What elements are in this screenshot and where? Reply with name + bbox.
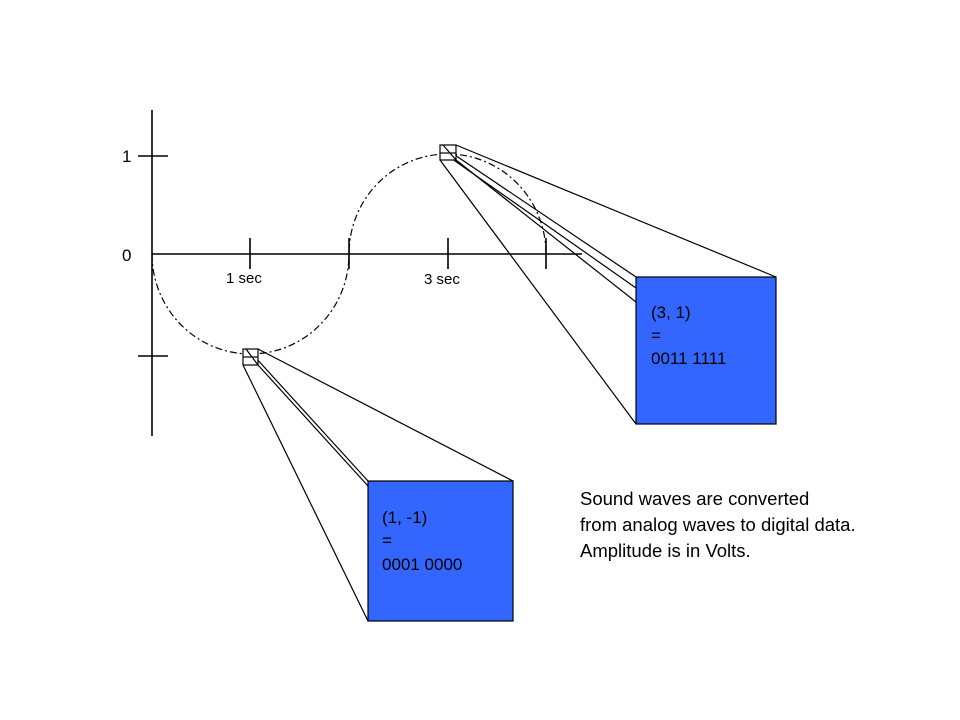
y-tick-label-1: 1 xyxy=(122,147,131,166)
coord-label-top: (3, 1) xyxy=(651,303,691,322)
caption-line-3: Amplitude is in Volts. xyxy=(580,540,751,561)
callout-top-ray xyxy=(439,159,637,425)
callout-top-ray xyxy=(455,144,777,278)
binary-label-bottom: 0001 0000 xyxy=(382,555,462,574)
axes xyxy=(138,110,582,436)
callout-top-ray xyxy=(455,159,637,303)
equals-label-top: = xyxy=(651,326,661,345)
callout-top-ray xyxy=(439,144,637,278)
callout-top: (3, 1) = 0011 1111 xyxy=(439,144,777,425)
binary-box-top xyxy=(635,276,777,425)
sample-marker-top-hatch xyxy=(442,144,457,161)
sample-marker-bottom-hatch xyxy=(245,348,259,366)
coord-label-bottom: (1, -1) xyxy=(382,508,427,527)
callout-bottom: (1, -1) = 0001 0000 xyxy=(242,348,514,622)
binary-box-bottom xyxy=(367,480,514,622)
callout-top-ray xyxy=(447,155,637,289)
binary-label-top: 0011 1111 xyxy=(651,349,726,368)
x-tick-label-1sec: 1 sec xyxy=(226,270,262,287)
callout-bottom-ray xyxy=(257,364,369,487)
callout-bottom-ray xyxy=(242,364,369,622)
caption-line-2: from analog waves to digital data. xyxy=(580,514,856,535)
caption: Sound waves are converted from analog wa… xyxy=(580,488,856,561)
equals-label-bottom: = xyxy=(382,531,392,550)
caption-line-1: Sound waves are converted xyxy=(580,488,809,509)
x-tick-label-3sec: 3 sec xyxy=(424,271,460,288)
y-tick-label-0: 0 xyxy=(122,246,131,265)
callout-bottom-ray xyxy=(254,356,369,482)
analog-wave xyxy=(151,153,547,355)
callout-bottom-ray xyxy=(257,348,514,482)
